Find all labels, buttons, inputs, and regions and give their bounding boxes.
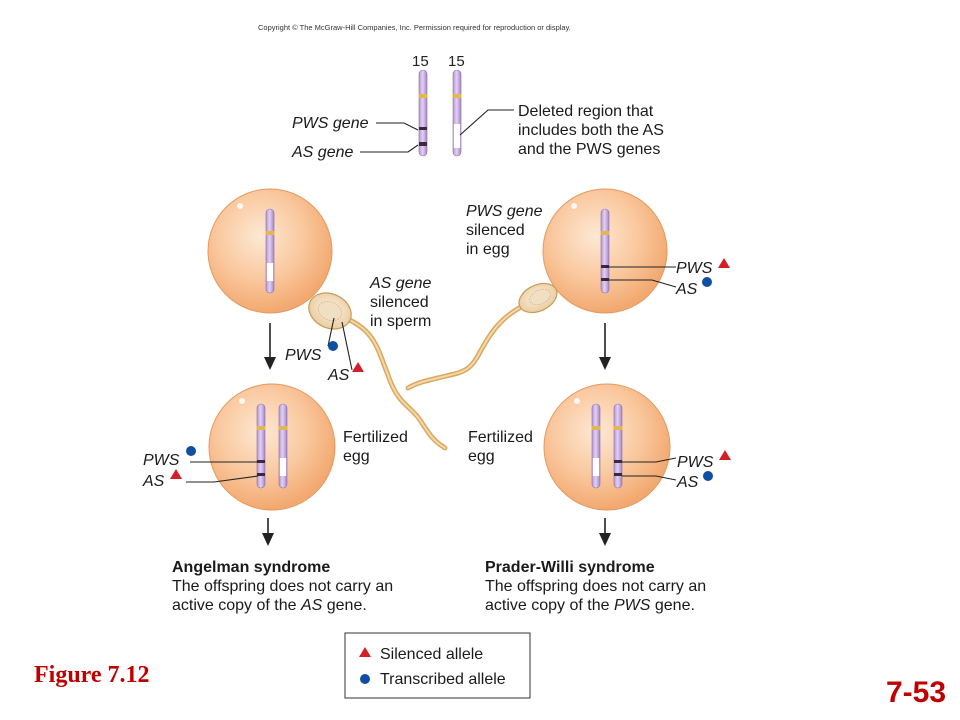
egg-as-leader — [605, 279, 677, 288]
fert-right-pws-silenced-marker — [719, 450, 731, 460]
sperm-as-silenced-marker — [352, 362, 364, 372]
fertilized-egg-left — [208, 383, 336, 511]
sperm-as-leader — [341, 321, 353, 371]
fert-right-pws-leader — [622, 457, 677, 463]
chromosome-number-left: 15 — [412, 53, 429, 70]
sperm-right — [405, 282, 558, 391]
sperm-left — [308, 292, 448, 451]
sperm-pws-leader — [327, 317, 335, 347]
sperm-pws-transcribed-marker — [328, 341, 338, 351]
egg-cell-left — [207, 188, 333, 314]
fert-right-as-text: AS — [676, 474, 699, 491]
copyright-notice: Copyright © The McGraw-Hill Companies, I… — [258, 23, 571, 32]
fert-right-pws-text: PWS — [677, 454, 714, 471]
fert-left-pws-text: PWS — [143, 452, 180, 469]
fertilized-egg-left-label: Fertilized egg — [343, 429, 412, 465]
legend-transcribed-marker — [360, 674, 370, 684]
prader-willi-line2: active copy of the PWS gene. — [485, 597, 695, 614]
legend-silenced-marker — [359, 647, 371, 657]
sperm-as-text: AS — [327, 367, 350, 384]
fert-left-pws-transcribed-marker — [186, 446, 196, 456]
egg-pws-text: PWS — [676, 260, 713, 277]
chromosome-number-right: 15 — [448, 53, 465, 70]
egg-cell-right — [542, 188, 668, 314]
as-gene-leader — [360, 144, 419, 153]
fert-right-as-transcribed-marker — [703, 471, 713, 481]
figure-label: Figure 7.12 — [34, 662, 150, 688]
prader-willi-line1: The offspring does not carry an — [485, 578, 706, 595]
fertilized-egg-right — [543, 383, 671, 511]
arrow-left-outcome — [262, 518, 274, 546]
egg-pws-silenced-marker — [718, 258, 730, 268]
deleted-region-label: Deleted region that includes both the AS… — [518, 103, 668, 158]
pws-silenced-egg-label: PWS gene silenced in egg — [466, 203, 547, 258]
arrow-right-down — [599, 323, 611, 370]
pws-gene-leader — [376, 122, 419, 131]
fertilized-egg-right-label: Fertilized egg — [468, 429, 537, 465]
angelman-line1: The offspring does not carry an — [172, 578, 393, 595]
as-gene-label: AS gene — [291, 144, 353, 161]
egg-as-text: AS — [675, 281, 698, 298]
angelman-title: Angelman syndrome — [172, 559, 330, 576]
chromosome-pair-15: 15 15 — [412, 53, 465, 157]
slide-number: 7-53 — [885, 676, 946, 709]
arrow-right-outcome — [599, 518, 611, 546]
fert-left-as-silenced-marker — [170, 469, 182, 479]
as-silenced-sperm-label: AS gene silenced in sperm — [369, 275, 436, 330]
arrow-left-down — [264, 323, 276, 370]
sperm-pws-text: PWS — [285, 347, 322, 364]
egg-as-transcribed-marker — [702, 277, 712, 287]
legend: Silenced allele Transcribed allele — [344, 632, 531, 699]
legend-transcribed-label: Transcribed allele — [380, 671, 506, 688]
fert-left-as-text: AS — [142, 473, 165, 490]
fert-left-as-leader — [186, 475, 259, 483]
pws-gene-label: PWS gene — [292, 115, 369, 132]
fert-right-as-leader — [622, 475, 677, 481]
prader-willi-title: Prader-Willi syndrome — [485, 559, 655, 576]
deleted-region-leader — [459, 109, 514, 136]
legend-silenced-label: Silenced allele — [380, 646, 483, 663]
angelman-line2: active copy of the AS gene. — [172, 597, 367, 614]
